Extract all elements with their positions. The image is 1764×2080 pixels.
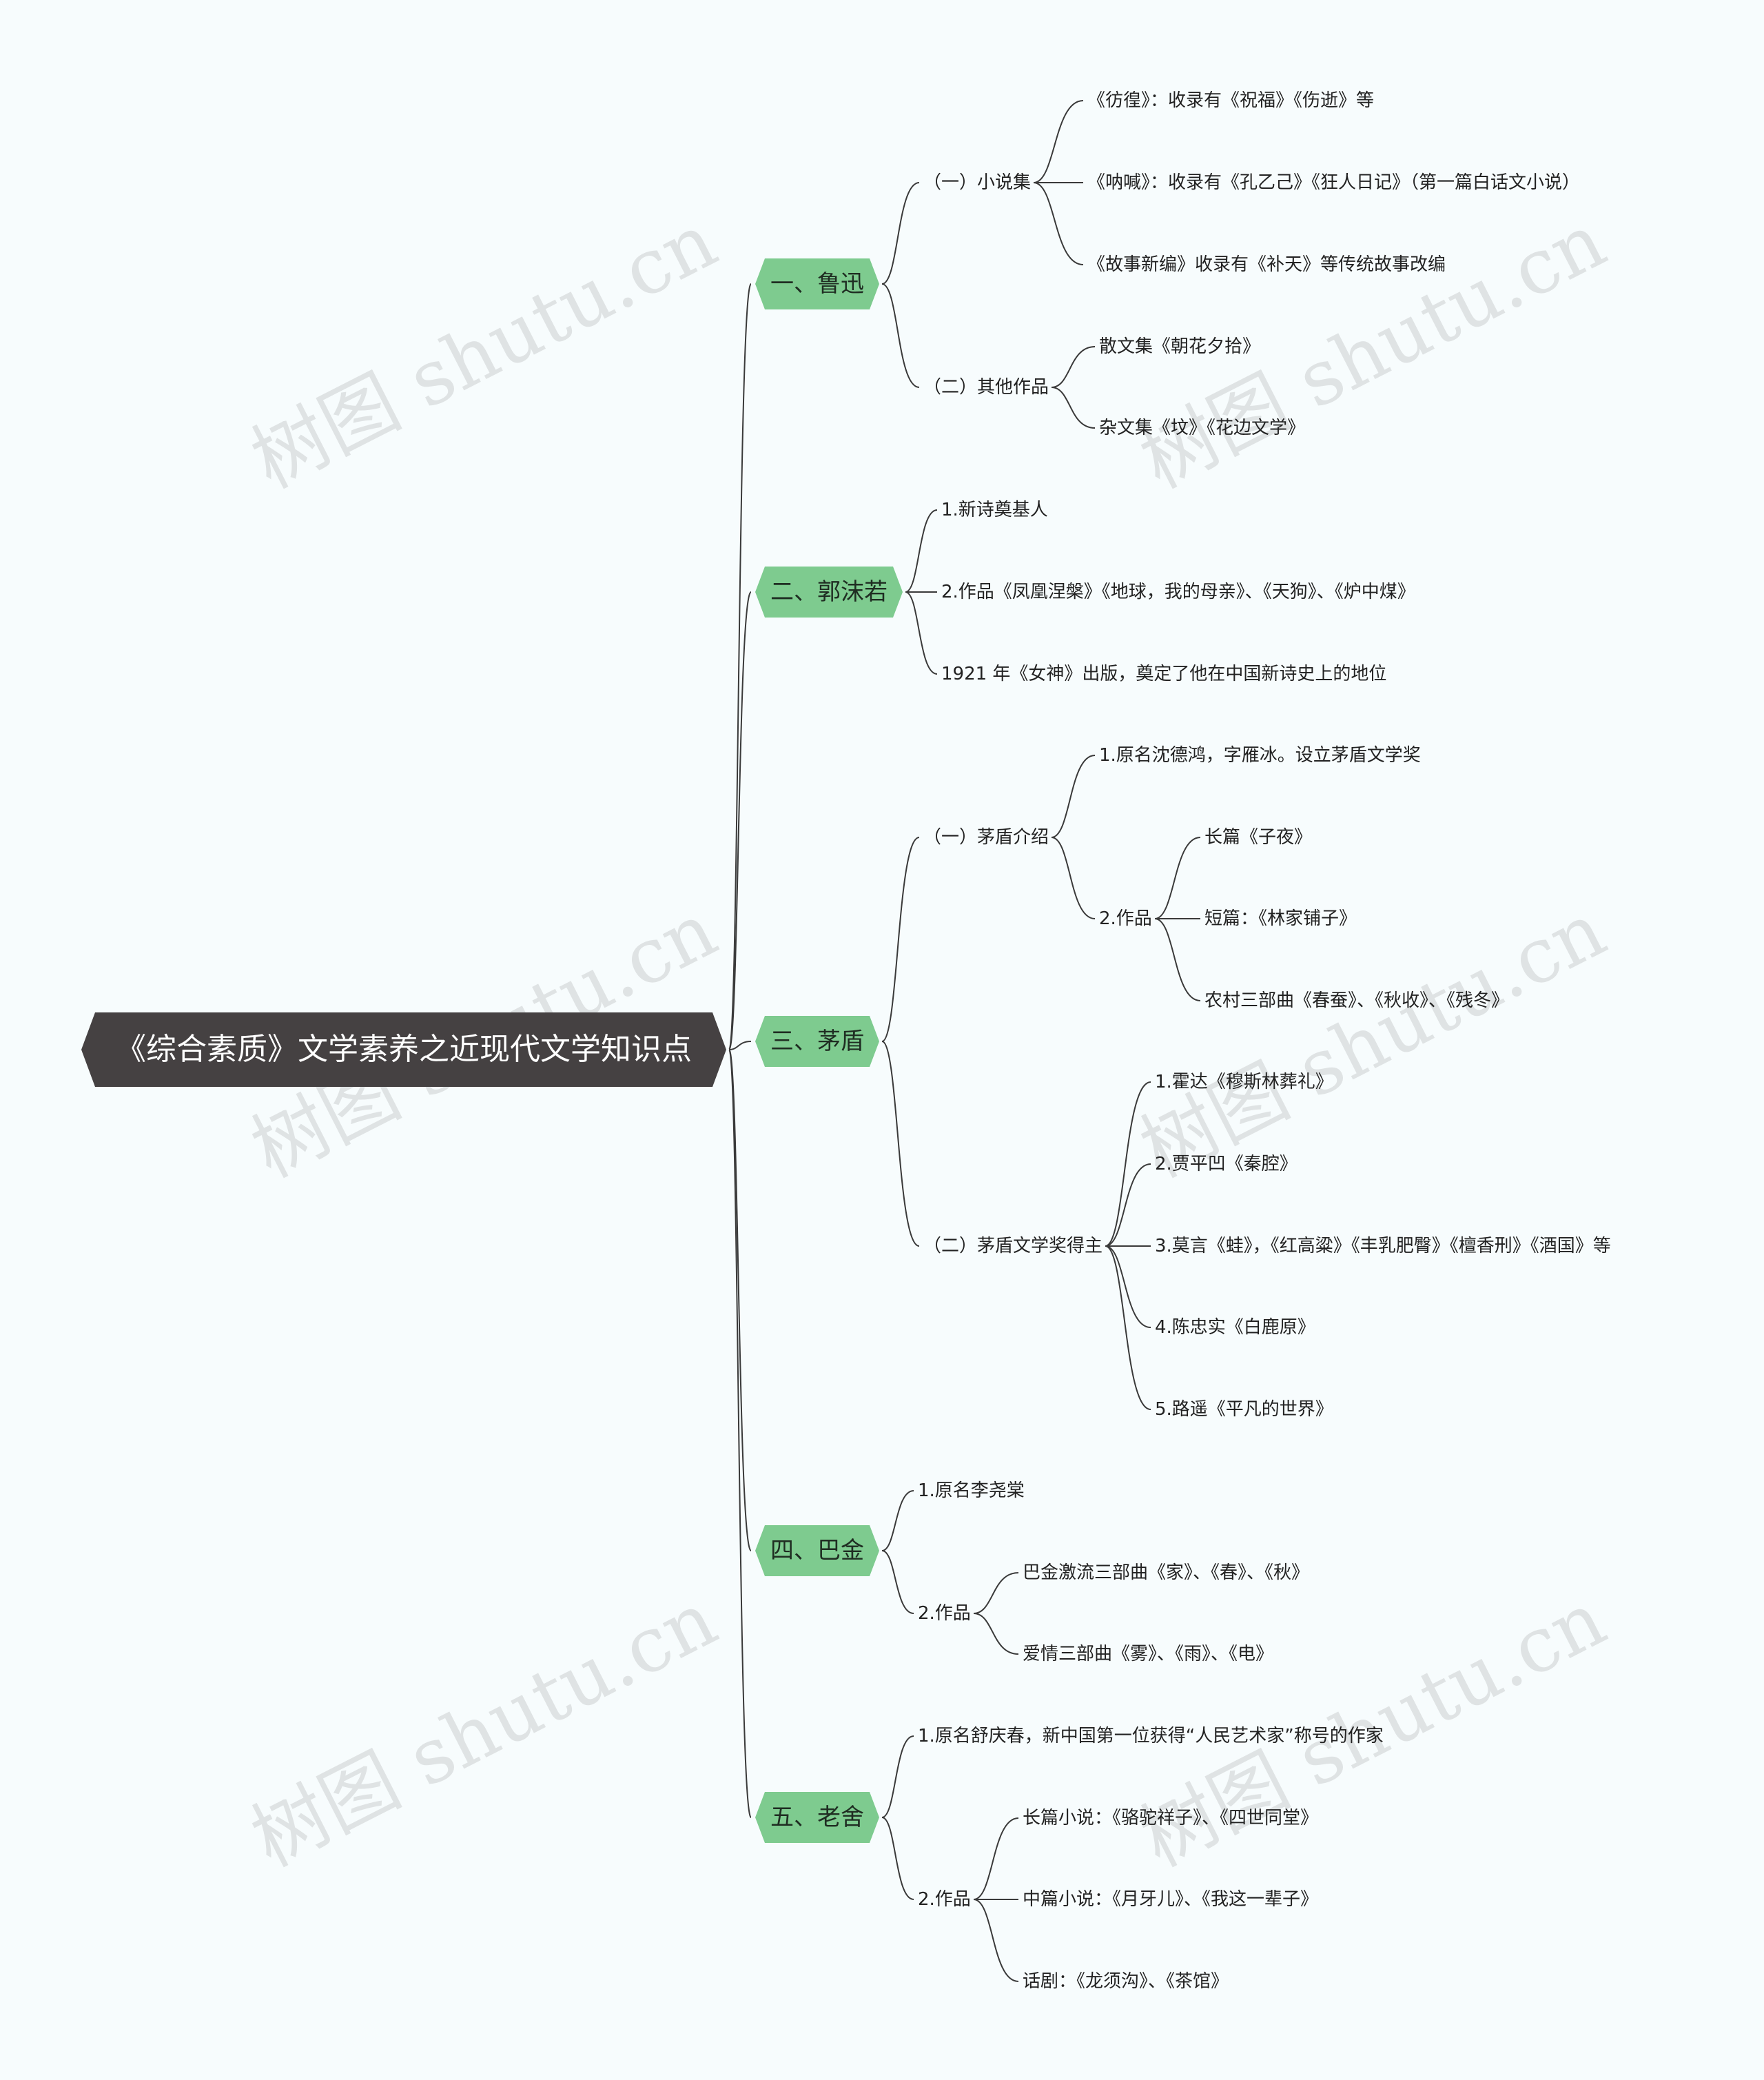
branch-guo-moruo[interactable]: 二、郭沫若 [755,567,903,618]
topic-fen-huabian[interactable]: 杂文集《坟》《花边文学》 [1099,418,1306,438]
topic-novel-collections[interactable]: （一）小说集 [923,172,1032,193]
connector-line [905,509,938,593]
connector-line [728,591,752,1050]
topic-li-yaotang[interactable]: 1.原名李尧棠 [918,1480,1025,1501]
topic-mo-yan[interactable]: 3.莫言《蛙》，《红高粱》《丰乳肥臀》《檀香刑》《酒国》等 [1155,1236,1611,1256]
connector-line [1033,100,1084,183]
connector-line [1051,387,1096,429]
topic-pang-huang[interactable]: 《彷徨》：收录有《祝福》《伤逝》等 [1087,90,1375,111]
branch-lao-she[interactable]: 五、老舍 [755,1792,879,1843]
topic-plays[interactable]: 话剧：《龙须沟》、《茶馆》 [1023,1971,1229,1992]
connector-line [905,591,938,675]
connector-line [881,1817,914,1900]
connector-line [1051,755,1096,838]
topic-na-han[interactable]: 《呐喊》：收录有《孔乙己》《狂人日记》（第一篇白话文小说） [1087,172,1581,193]
connector-line [881,1735,914,1818]
connector-line [728,283,752,1050]
topic-novellas[interactable]: 中篇小说：《月牙儿》、《我这一辈子》 [1023,1889,1319,1910]
topic-other-works[interactable]: （二）其他作品 [923,377,1049,398]
connector-line [881,283,920,388]
connector-line [973,1572,1019,1614]
connector-line [1154,918,1201,1001]
topic-guo-works[interactable]: 2.作品《凤凰涅槃》《地球，我的母亲》、《天狗》、《炉中煤》 [941,582,1415,602]
topic-original-name[interactable]: 1.原名沈德鸿，字雁冰。设立茅盾文学奖 [1099,745,1421,766]
topic-mao-dun-intro[interactable]: （一）茅盾介绍 [923,827,1049,848]
connector-line [728,1041,752,1050]
topic-new-poetry-founder[interactable]: 1.新诗奠基人 [941,500,1048,520]
topic-novels[interactable]: 长篇小说：《骆驼祥子》、《四世同堂》 [1023,1808,1319,1828]
connector-line [1154,837,1201,919]
connector-line [1105,1245,1151,1328]
topic-ba-jin-works[interactable]: 2.作品 [918,1603,971,1624]
connector-line [881,182,920,285]
connector-line [973,1817,1019,1900]
connector-line [881,1041,920,1247]
branch-ba-jin[interactable]: 四、巴金 [755,1525,879,1576]
connector-line [1105,1081,1151,1247]
connector-line [881,1490,914,1551]
branch-lu-xun[interactable]: 一、鲁迅 [755,258,879,309]
topic-linjia-puzi[interactable]: 短篇：《林家铺子》 [1204,908,1357,929]
topic-gushi-xinbian[interactable]: 《故事新编》收录有《补天》等传统故事改编 [1087,254,1446,275]
connector-line [1051,346,1096,388]
topic-love-trilogy[interactable]: 爱情三部曲《雾》、《雨》、《电》 [1023,1644,1274,1664]
topic-rural-trilogy[interactable]: 农村三部曲《春蚕》、《秋收》、《残冬》 [1204,990,1510,1011]
topic-lu-yao[interactable]: 5.路遥《平凡的世界》 [1155,1399,1333,1420]
topic-torrent-trilogy[interactable]: 巴金激流三部曲《家》、《春》、《秋》 [1023,1562,1310,1583]
topic-mao-dun-works[interactable]: 2.作品 [1099,908,1152,929]
topic-award-winners[interactable]: （二）茅盾文学奖得主 [923,1236,1103,1256]
connector-line [728,1049,752,1818]
topic-jia-pingwa[interactable]: 2.贾平凹《秦腔》 [1155,1154,1298,1174]
branch-mao-dun[interactable]: 三、茅盾 [755,1016,879,1067]
topic-huo-da[interactable]: 1.霍达《穆斯林葬礼》 [1155,1072,1333,1092]
root-topic[interactable]: 《综合素质》文学素养之近现代文学知识点 [81,1012,726,1087]
topic-shu-qingchun[interactable]: 1.原名舒庆春，新中国第一位获得“人民艺术家”称号的作家 [918,1726,1384,1746]
connector-line [1033,182,1084,265]
connector-line [973,1613,1019,1655]
topic-zi-ye[interactable]: 长篇《子夜》 [1204,827,1313,848]
connector-line [1051,837,1096,919]
connector-line [973,1899,1019,1982]
connector-line [881,1550,914,1614]
topic-zhaohua-xishi[interactable]: 散文集《朝花夕拾》 [1099,336,1261,357]
connector-line [1105,1163,1151,1247]
topic-chen-zhongshi[interactable]: 4.陈忠实《白鹿原》 [1155,1317,1315,1338]
connector-line [881,837,920,1042]
topic-lao-she-works[interactable]: 2.作品 [918,1889,971,1910]
connector-line [1105,1245,1151,1410]
topic-nv-shen[interactable]: 1921 年《女神》出版，奠定了他在中国新诗史上的地位 [941,664,1387,684]
